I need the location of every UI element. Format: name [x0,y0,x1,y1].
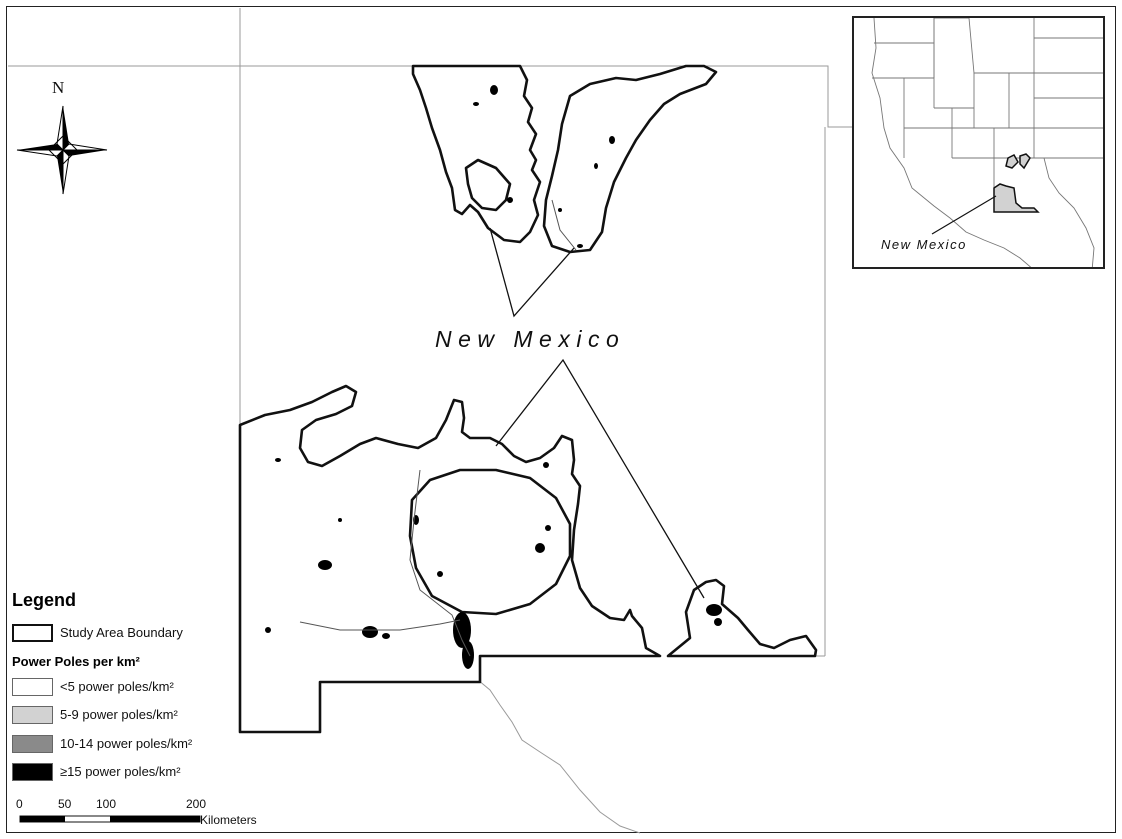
arrow-e-light [61,143,108,151]
density-spot [473,102,479,106]
legend-label-class-2: 5-9 power poles/km² [60,707,178,722]
inset-leader-line [931,195,997,235]
scale-tick-0: 0 [16,797,23,811]
arrow-e-dark [63,150,107,156]
linear-features [299,199,577,657]
legend-row-class-1: <5 power poles/km² [12,678,252,698]
density-spot [318,560,332,570]
density-spot [265,627,271,633]
legend-label-class-1: <5 power poles/km² [60,679,174,694]
density-spot [714,618,722,626]
legend-swatch-class-2 [12,706,53,724]
density-spot [462,641,474,669]
density-spot [545,525,551,531]
scale-bar: 0 50 100 200 Kilometers [14,797,314,829]
scale-tick-200: 200 [186,797,207,811]
density-spot [490,85,498,95]
inset-border [934,18,1009,74]
density-spot [275,458,281,462]
north-label: N [52,78,65,97]
density-spot [535,543,545,553]
inset-texas-border [1043,157,1095,267]
legend-row-class-3: 10-14 power poles/km² [12,735,252,755]
legend-label-class-3: 10-14 power poles/km² [60,736,193,751]
arrow-s-dark [57,150,63,194]
inset-state-borders [871,18,1103,267]
inset-study-area-north-east [1019,153,1031,170]
leader-line-north [489,227,575,318]
arrow-n-dark [63,106,69,150]
road-line [551,199,577,251]
legend-row-class-4: ≥15 power poles/km² [12,763,252,783]
density-spot [558,208,562,212]
inset-map-graphic [871,18,1103,267]
legend: Legend Study Area Boundary Power Poles p… [12,590,252,790]
scale-tick-50: 50 [58,797,72,811]
density-spot [362,626,378,638]
legend-row-boundary: Study Area Boundary [12,624,252,644]
scale-unit: Kilometers [200,813,257,827]
state-borders [8,8,852,834]
density-spot [382,633,390,639]
study-area-southeast [666,578,818,658]
study-area-north-east [542,64,718,254]
leader-line-south [495,358,705,599]
inset-state-label: New Mexico [881,237,967,252]
inset-coastline [871,18,1032,267]
legend-swatch-class-4 [12,763,53,781]
density-spot [609,136,615,144]
road-line [299,619,461,631]
arrow-center [48,135,78,165]
power-pole-density-spots [265,85,722,669]
scale-tick-100: 100 [96,797,117,811]
density-spot [577,244,583,248]
state-border-ne [812,65,852,128]
study-area-north-west [411,64,542,244]
density-spot [507,197,513,203]
rio-grande-border [477,679,641,834]
density-spot [338,518,342,522]
arrow-n-light [56,105,64,152]
legend-row-class-2: 5-9 power poles/km² [12,706,252,726]
state-label: New Mexico [435,326,626,352]
legend-swatch-boundary [12,624,53,642]
scale-bar-graphic [19,815,201,823]
legend-swatch-class-3 [12,735,53,753]
arrow-w-dark [17,144,63,150]
study-area-south [238,384,662,734]
legend-swatch-class-1 [12,678,53,696]
north-arrow [16,105,108,195]
road-line [409,469,471,657]
inset-study-area-north-west [1005,154,1019,169]
arrow-w-light [16,149,65,157]
legend-title: Legend [12,590,77,610]
density-spot [437,571,443,577]
scale-bar-segment [20,816,65,822]
scale-bar-segment [110,816,200,822]
leader-lines [489,227,705,599]
study-area-boundaries [238,64,818,734]
arrow-s-light [62,148,70,195]
density-spot [594,163,598,169]
density-spot [706,604,722,616]
density-spot [543,462,549,468]
legend-subtitle: Power Poles per km² [12,654,140,669]
inset-study-area-south [993,183,1040,213]
legend-label-boundary: Study Area Boundary [60,625,183,640]
inset-map: New Mexico [852,16,1105,269]
legend-label-class-4: ≥15 power poles/km² [60,764,181,779]
